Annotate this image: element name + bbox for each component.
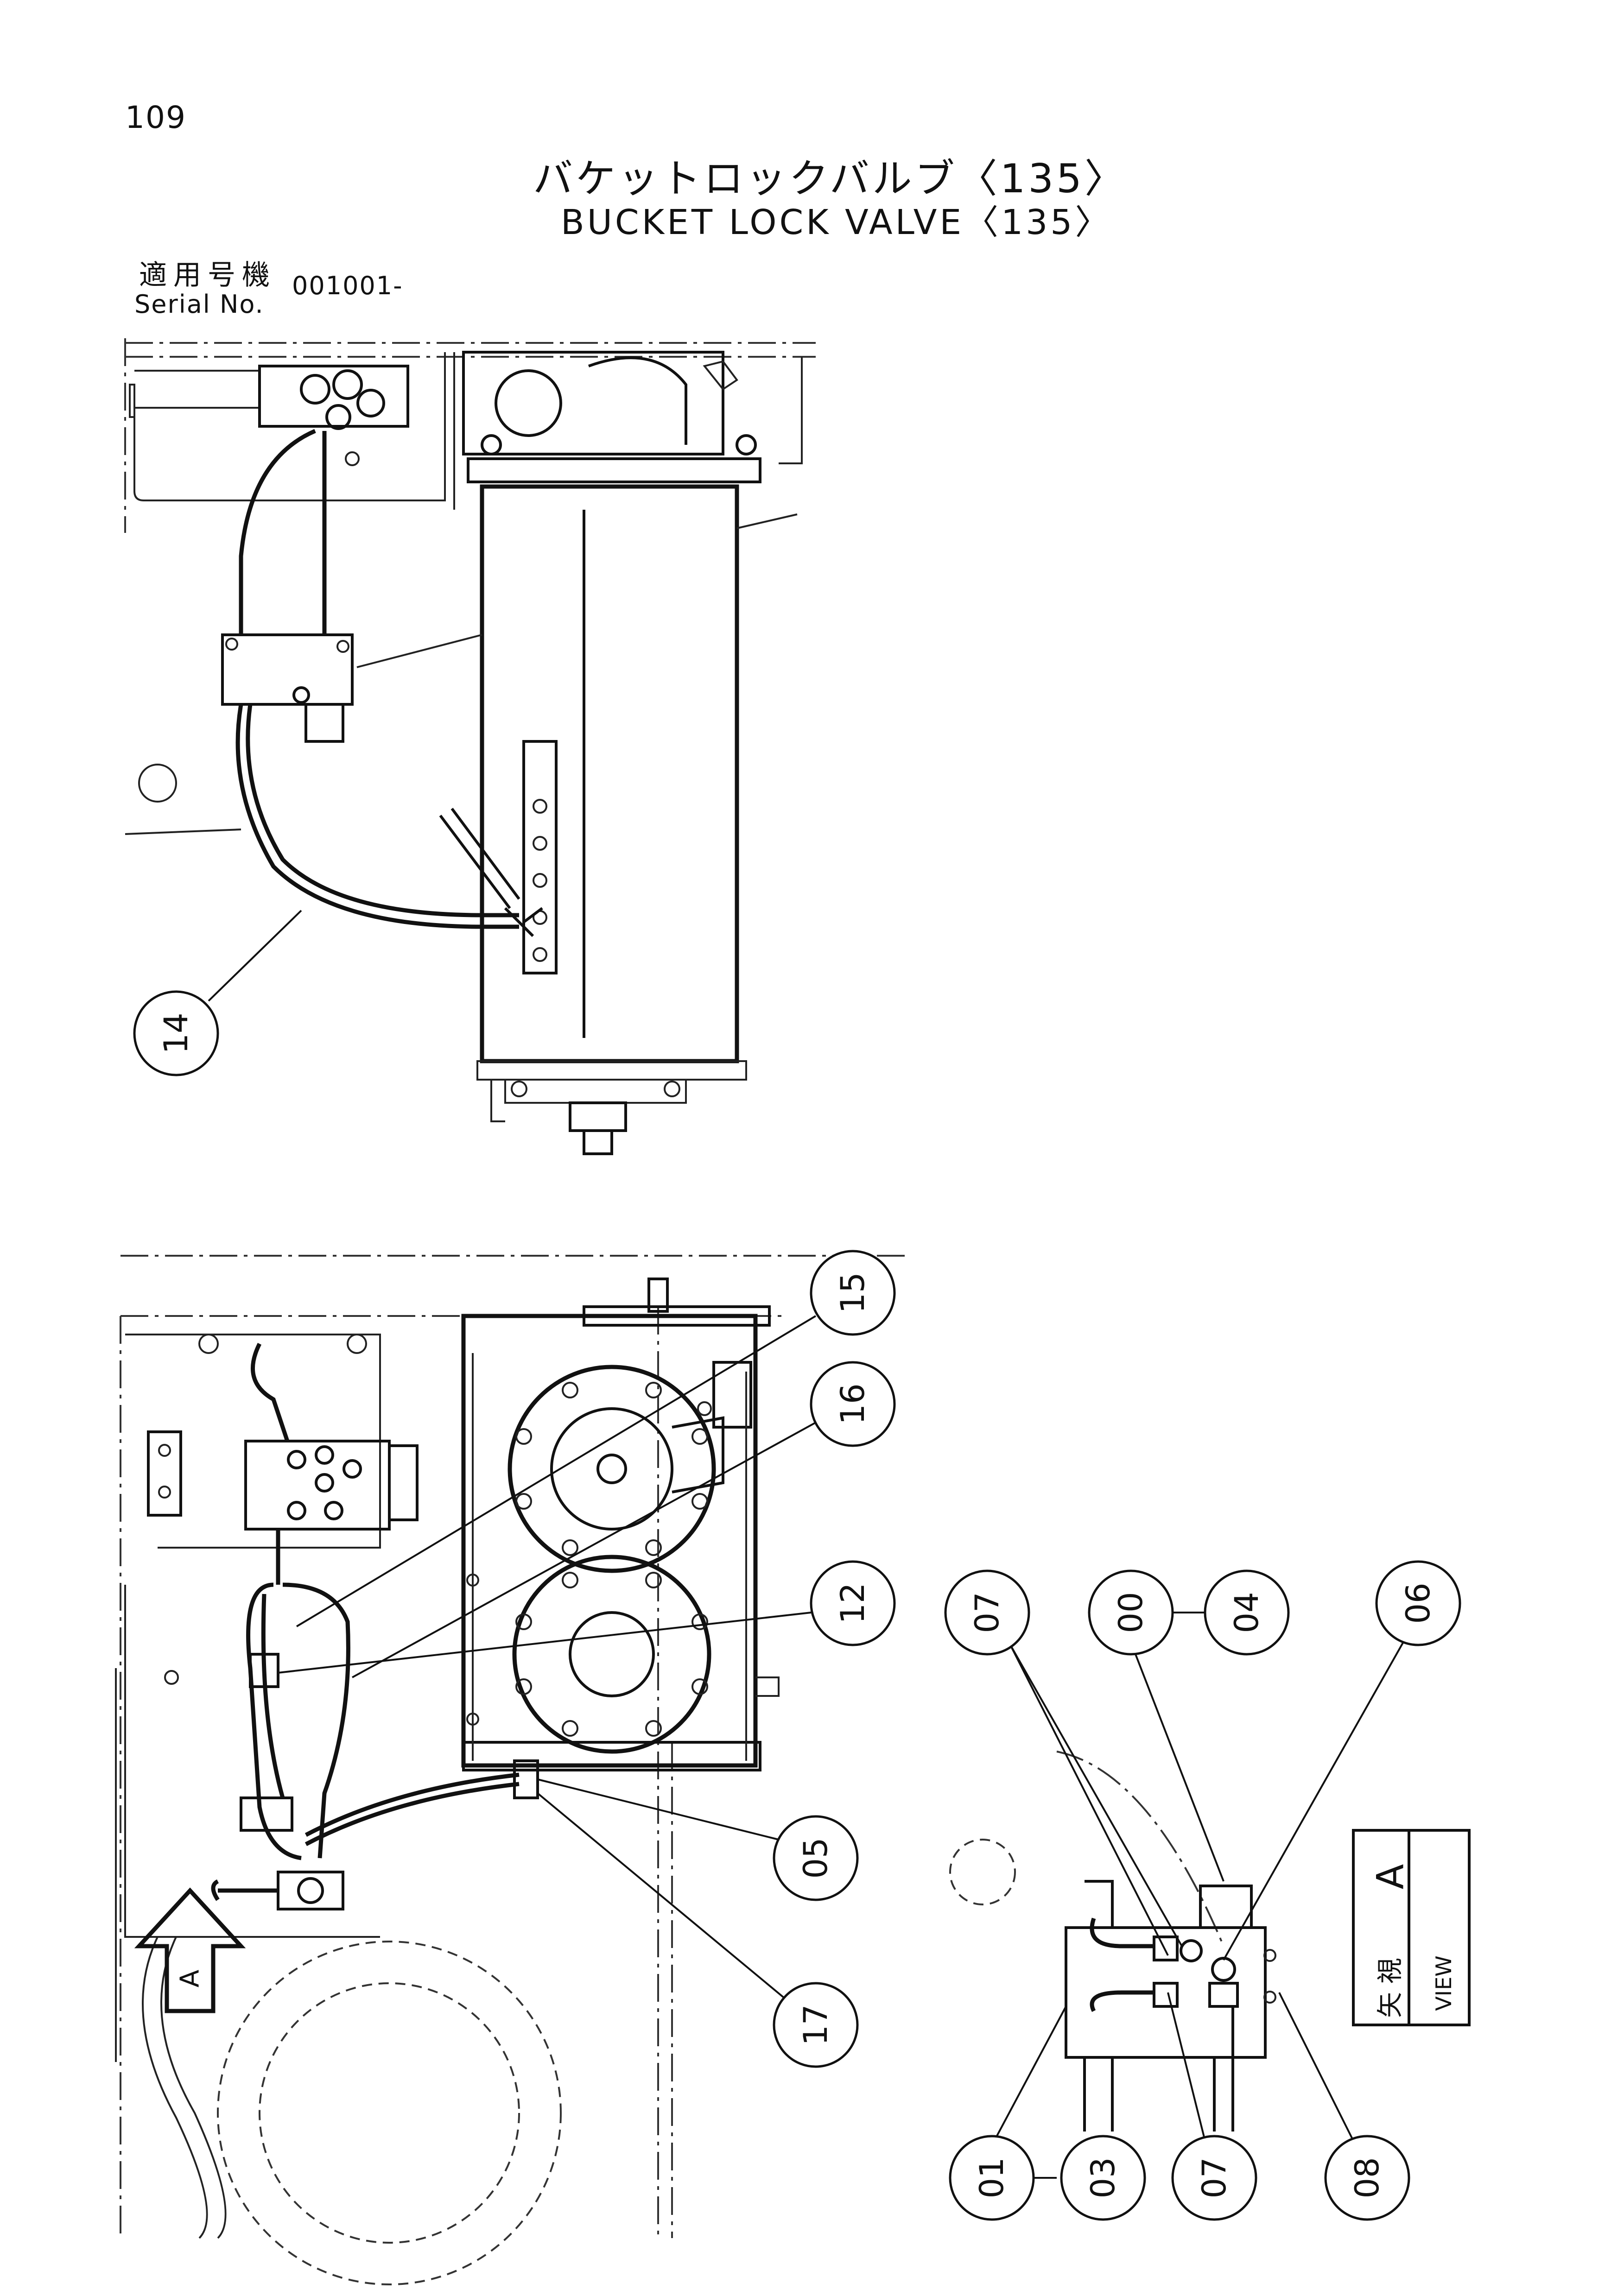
callout-03: 03: [1060, 2135, 1146, 2221]
callout-05: 05: [537, 1778, 859, 1901]
svg-text:07: 07: [1195, 2157, 1233, 2198]
top-hose-and-valve: [221, 429, 519, 929]
callout-06: 06: [1223, 1560, 1461, 1961]
callout-01: 01: [949, 2006, 1067, 2221]
svg-text:12: 12: [834, 1582, 872, 1624]
svg-text:00: 00: [1112, 1592, 1150, 1633]
view-arrow-a: A: [134, 1887, 246, 2013]
gearbox-housing: [461, 1278, 780, 1771]
top-valve-cluster: [258, 365, 409, 466]
svg-text:VIEW: VIEW: [1431, 1955, 1456, 2011]
page-number: 109: [125, 100, 186, 135]
serial-number-value: 001001-: [292, 271, 403, 300]
svg-text:04: 04: [1228, 1592, 1266, 1633]
callout-16: 16: [352, 1361, 896, 1678]
svg-text:05: 05: [797, 1837, 835, 1879]
cylinder: [439, 484, 798, 1155]
title-english: BUCKET LOCK VALVE〈135〉: [561, 202, 1112, 242]
callout-04: 04: [1204, 1569, 1290, 1656]
svg-text:06: 06: [1399, 1582, 1437, 1624]
callout-14: 14: [133, 910, 302, 1076]
callout-17: 17: [537, 1792, 859, 2068]
svg-text:17: 17: [797, 2004, 835, 2045]
callout-08: 08: [1278, 1992, 1410, 2221]
svg-text:15: 15: [834, 1272, 872, 1313]
bottom-view: A: [115, 1255, 908, 2285]
callout-00: 00: [1088, 1569, 1224, 1882]
callout-07-bottom: 07: [1167, 1992, 1257, 2221]
bottom-valve-and-hoses: [147, 1334, 539, 1910]
top-view: [124, 338, 816, 1155]
serial-label-english: Serial No.: [134, 290, 264, 319]
svg-text:01: 01: [973, 2157, 1011, 2198]
svg-text:矢 視: 矢 視: [1376, 1958, 1406, 2018]
svg-text:A: A: [175, 1970, 205, 1987]
svg-text:08: 08: [1348, 2157, 1386, 2198]
svg-text:A: A: [1369, 1864, 1412, 1889]
callout-07-top: 07: [944, 1569, 1183, 1956]
detail-view-a: [949, 1751, 1276, 2132]
view-a-label: 矢 視 VIEW A: [1352, 1829, 1471, 2026]
serial-label-japanese: 適用号機: [139, 259, 276, 291]
svg-text:16: 16: [834, 1383, 872, 1424]
svg-text:03: 03: [1084, 2157, 1122, 2198]
svg-text:07: 07: [968, 1592, 1006, 1633]
svg-text:14: 14: [157, 1012, 195, 1054]
callout-12: 12: [278, 1560, 896, 1674]
title-japanese: バケットロックバルブ〈135〉: [533, 156, 1127, 202]
callout-15: 15: [296, 1250, 896, 1627]
